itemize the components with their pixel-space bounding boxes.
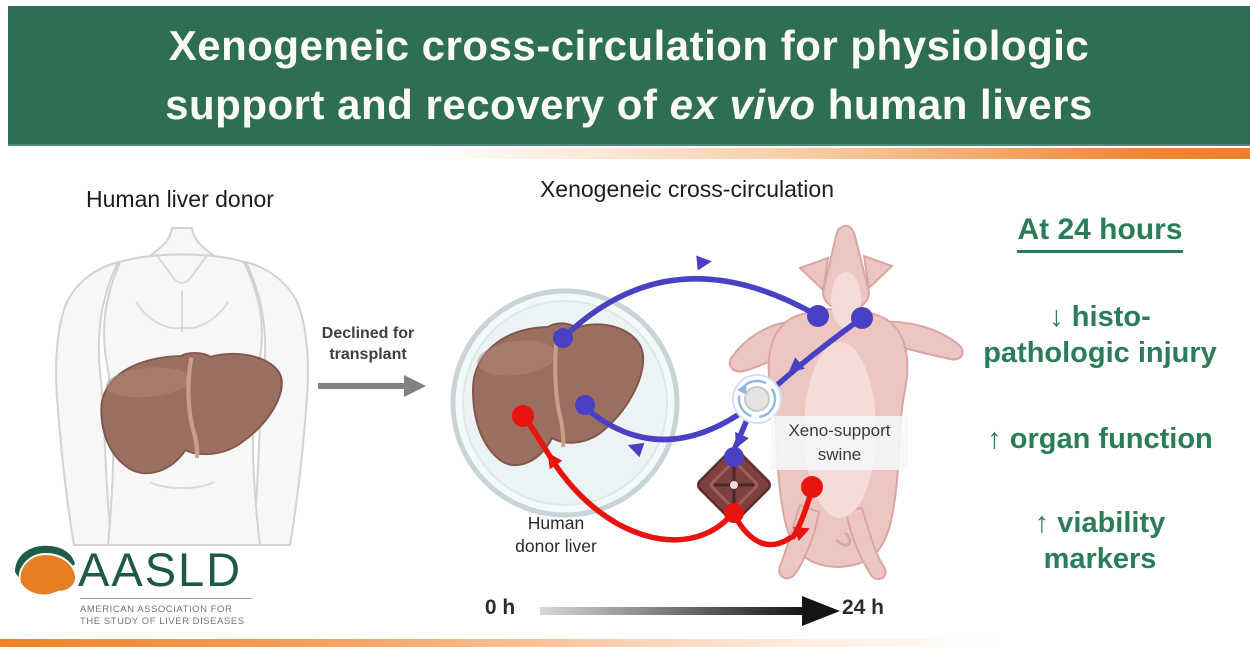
- pump-icon: [732, 374, 782, 424]
- finding-histopathologic-injury: ↓ histo- pathologic injury: [983, 301, 1217, 369]
- logo-divider: [80, 598, 252, 599]
- finding-organ-function: ↑ organ function: [987, 423, 1213, 455]
- aasld-liver-swoosh-icon: [15, 545, 78, 597]
- xeno-support-swine-label: Xeno-support swine: [771, 416, 908, 470]
- cannulation-nodes: [512, 305, 873, 523]
- orange-gradient-stripe-top: [0, 148, 1250, 159]
- human-donor-liver-label: Human donor liver: [515, 513, 597, 556]
- aasld-org-name: AMERICAN ASSOCIATION FOR THE STUDY OF LI…: [80, 604, 245, 627]
- cross-circulation-heading: Xenogeneic cross-circulation: [539, 176, 835, 202]
- timeline-end-label: 24 h: [841, 596, 885, 619]
- declined-arrow-icon: [318, 375, 426, 397]
- declined-for-transplant-label: Declined for transplant: [321, 325, 415, 363]
- aasld-logo: AASLD AMERICAN ASSOCIATION FOR THE STUDY…: [12, 540, 312, 636]
- title-line-2: support and recovery of ex vivo human li…: [165, 81, 1093, 128]
- human-liver-donor-heading: Human liver donor: [86, 186, 274, 212]
- at-24-hours-heading: At 24 hours: [955, 213, 1245, 253]
- timeline-arrow-icon: [540, 596, 840, 626]
- aasld-wordmark: AASLD: [78, 543, 243, 596]
- filter-icon: [697, 448, 771, 522]
- orange-gradient-stripe-bottom: [0, 639, 1250, 647]
- title-line-1: Xenogeneic cross-circulation for physiol…: [168, 22, 1090, 69]
- title-banner: Xenogeneic cross-circulation for physiol…: [8, 6, 1250, 146]
- title-italic-ex-vivo: ex vivo: [669, 81, 816, 128]
- finding-viability-markers: ↑ viability markers: [1034, 507, 1166, 575]
- human-torso-illustration: [55, 227, 309, 546]
- timeline-start-label: 0 h: [484, 596, 516, 619]
